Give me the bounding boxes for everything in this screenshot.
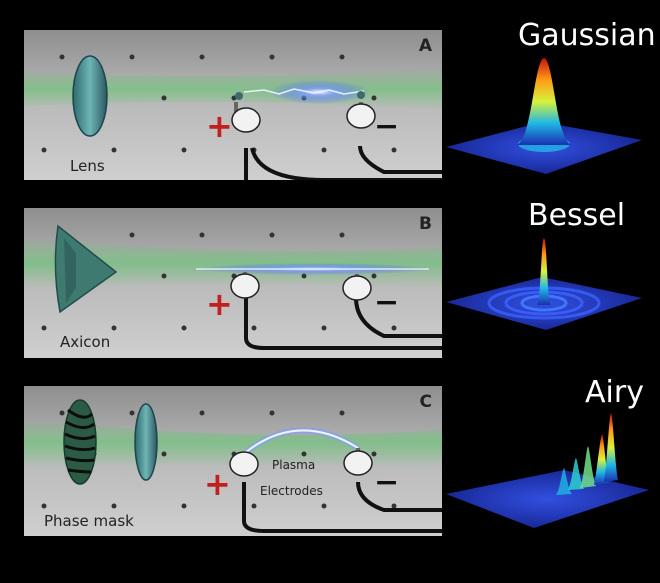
electrode-positive	[231, 107, 261, 133]
electrode-negative	[342, 275, 372, 301]
plasma-label: Plasma	[272, 458, 316, 472]
minus-sign: −	[374, 465, 400, 500]
airy-title: Airy	[585, 375, 644, 410]
airy-profile	[446, 413, 649, 528]
lens	[134, 403, 158, 481]
plus-sign: +	[206, 107, 233, 145]
panel-a-scene	[24, 30, 442, 180]
panel-letter: C	[419, 392, 432, 412]
electrode-negative	[346, 103, 376, 129]
bessel-title: Bessel	[528, 198, 626, 233]
optic-label: Phase mask	[44, 512, 134, 530]
minus-sign: −	[374, 285, 400, 320]
panel-letter: A	[418, 36, 432, 56]
plus-sign: +	[204, 465, 231, 503]
phase-mask	[63, 399, 97, 485]
gaussian-title: Gaussian	[518, 18, 656, 53]
panel-b: B Axicon + −	[24, 208, 442, 358]
lens	[72, 55, 108, 137]
minus-sign: −	[374, 109, 400, 144]
electrode-positive	[230, 273, 260, 299]
electrodes-label: Electrodes	[260, 484, 323, 498]
panel-c-scene	[24, 386, 442, 536]
panel-a: A Lens + −	[24, 30, 442, 180]
panel-b-scene	[24, 208, 442, 358]
plus-sign: +	[206, 285, 233, 323]
optic-label: Lens	[70, 157, 105, 175]
panel-letter: B	[419, 214, 432, 234]
plasma-arc	[245, 429, 359, 453]
electrode-positive	[229, 451, 259, 477]
optic-label: Axicon	[60, 333, 111, 351]
electrode-negative	[343, 450, 373, 476]
panel-c: C Phase mask Plasma Electrodes + −	[24, 386, 442, 536]
gaussian-profile	[446, 58, 642, 174]
bessel-profile	[446, 238, 642, 330]
